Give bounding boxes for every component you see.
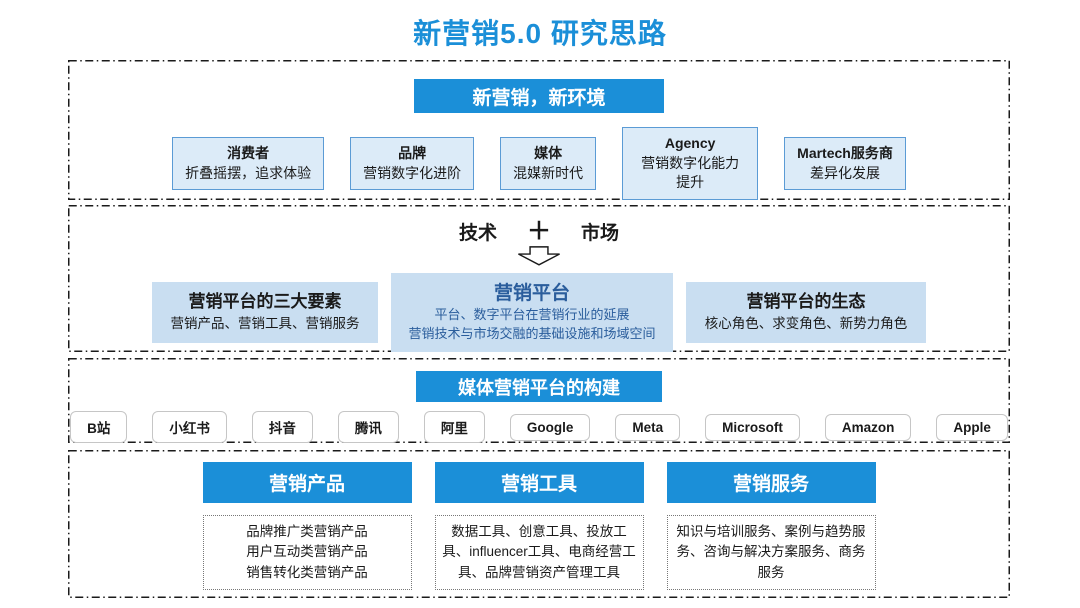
marketing-platform-box: 营销平台 平台、数字平台在营销行业的延展 营销技术与市场交融的基础设施和场域空间: [391, 272, 673, 352]
platform-box-row: 营销平台的三大要素 营销产品、营销工具、营销服务 营销平台 平台、数字平台在营销…: [152, 272, 926, 352]
platform-box-line: 核心角色、求变角色、新势力角色: [704, 316, 908, 332]
media-pill-apple: Apple: [936, 413, 1008, 441]
down-arrow-icon: [518, 246, 560, 266]
media-pill-tencent: 腾讯: [337, 411, 399, 443]
platform-box-line: 平台、数字平台在营销行业的延展: [434, 307, 630, 323]
column-marketing-tools: 营销工具 数据工具、创意工具、投放工具、influencer工具、电商经营工具、…: [434, 462, 644, 590]
environment-box-row: 消费者 折叠摇摆，追求体验 品牌 营销数字化进阶 媒体 混媒新时代 Agency…: [172, 127, 906, 200]
tech-label: 技术: [458, 223, 497, 244]
section-media-platforms: 媒体营销平台的构建 B站 小红书 抖音 腾讯 阿里 Google Meta Mi…: [68, 358, 1010, 443]
media-pill-xiaohongshu: 小红书: [152, 411, 227, 443]
body-line: 品牌推广类营销产品: [246, 524, 368, 539]
platform-box-line: 营销技术与市场交融的基础设施和场域空间: [408, 326, 656, 342]
env-box-subtitle: 差异化发展: [810, 164, 880, 181]
section3-header-banner: 媒体营销平台的构建: [416, 371, 662, 402]
plus-sign: ＋: [527, 217, 551, 245]
column-body-box: 知识与培训服务、案例与趋势服务、咨询与解决方案服务、商务服务: [666, 515, 876, 590]
section-dashdot-border: [68, 450, 1010, 598]
body-line: 用户互动类营销产品: [246, 544, 368, 560]
env-box-brand: 品牌 营销数字化进阶: [350, 137, 475, 191]
tech-market-row: 技术 ＋ 市场: [459, 218, 619, 245]
env-box-title: Agency: [664, 135, 716, 152]
platform-ecosystem-box: 营销平台的生态 核心角色、求变角色、新势力角色: [686, 282, 926, 343]
platform-box-title: 营销平台的三大要素: [188, 292, 342, 312]
env-box-martech: Martech服务商 差异化发展: [784, 137, 906, 191]
section-new-environment: 新营销，新环境 消费者 折叠摇摆，追求体验 品牌 营销数字化进阶 媒体 混媒新时…: [68, 60, 1010, 200]
env-box-title: 媒体: [534, 145, 563, 162]
platform-elements-box: 营销平台的三大要素 营销产品、营销工具、营销服务: [152, 282, 378, 343]
column-header-banner: 营销服务: [666, 462, 876, 503]
body-line: 知识与培训服务、案例与趋势服务、咨询与解决方案服务、商务服务: [676, 524, 866, 580]
section1-header-banner: 新营销，新环境: [414, 79, 664, 114]
body-line: 数据工具、创意工具、投放工具、influencer工具、电商经营工具、品牌营销资…: [442, 524, 636, 580]
env-box-agency: Agency 营销数字化能力提升: [622, 127, 759, 200]
env-box-title: 消费者: [227, 145, 270, 162]
section-marketing-platform: 技术 ＋ 市场 营销平台的三大要素 营销产品、营销工具、营销服务 营销平台 平台…: [68, 205, 1010, 352]
platform-box-line: 营销产品、营销工具、营销服务: [170, 316, 360, 332]
env-box-title: Martech服务商: [797, 145, 893, 162]
media-pill-meta: Meta: [615, 413, 681, 441]
column-header-banner: 营销工具: [434, 462, 644, 503]
page-title: 新营销5.0 研究思路: [413, 18, 667, 49]
platform-box-title: 营销平台的生态: [746, 292, 866, 312]
column-marketing-services: 营销服务 知识与培训服务、案例与趋势服务、咨询与解决方案服务、商务服务: [666, 462, 876, 590]
media-pill-alibaba: 阿里: [423, 411, 485, 443]
platform-box-title: 营销平台: [493, 282, 570, 304]
env-box-subtitle: 营销数字化能力提升: [641, 154, 740, 191]
env-box-subtitle: 混媒新时代: [513, 164, 584, 181]
media-pill-microsoft: Microsoft: [705, 413, 800, 441]
column-marketing-products: 营销产品 品牌推广类营销产品 用户互动类营销产品 销售转化类营销产品: [202, 462, 412, 590]
body-line: 销售转化类营销产品: [246, 564, 368, 580]
media-pill-amazon: Amazon: [824, 413, 912, 441]
section-offerings: 营销产品 品牌推广类营销产品 用户互动类营销产品 销售转化类营销产品 营销工具 …: [68, 450, 1010, 598]
media-pill-google: Google: [509, 413, 591, 441]
env-box-title: 品牌: [398, 145, 427, 162]
section-dashdot-border: [68, 60, 1010, 200]
column-body-box: 品牌推广类营销产品 用户互动类营销产品 销售转化类营销产品: [202, 515, 412, 590]
media-pill-douyin: 抖音: [251, 411, 313, 443]
env-box-subtitle: 营销数字化进阶: [363, 164, 462, 181]
env-box-media: 媒体 混媒新时代: [500, 137, 597, 191]
column-body-box: 数据工具、创意工具、投放工具、influencer工具、电商经营工具、品牌营销资…: [434, 515, 644, 590]
env-box-subtitle: 折叠摇摆，追求体验: [185, 164, 312, 181]
media-pill-bilibili: B站: [70, 411, 128, 443]
offerings-column-row: 营销产品 品牌推广类营销产品 用户互动类营销产品 销售转化类营销产品 营销工具 …: [202, 462, 876, 590]
column-header-banner: 营销产品: [202, 462, 412, 503]
media-pill-row: B站 小红书 抖音 腾讯 阿里 Google Meta Microsoft Am…: [70, 411, 1008, 443]
market-label: 市场: [581, 223, 620, 244]
env-box-consumer: 消费者 折叠摇摆，追求体验: [172, 137, 325, 191]
